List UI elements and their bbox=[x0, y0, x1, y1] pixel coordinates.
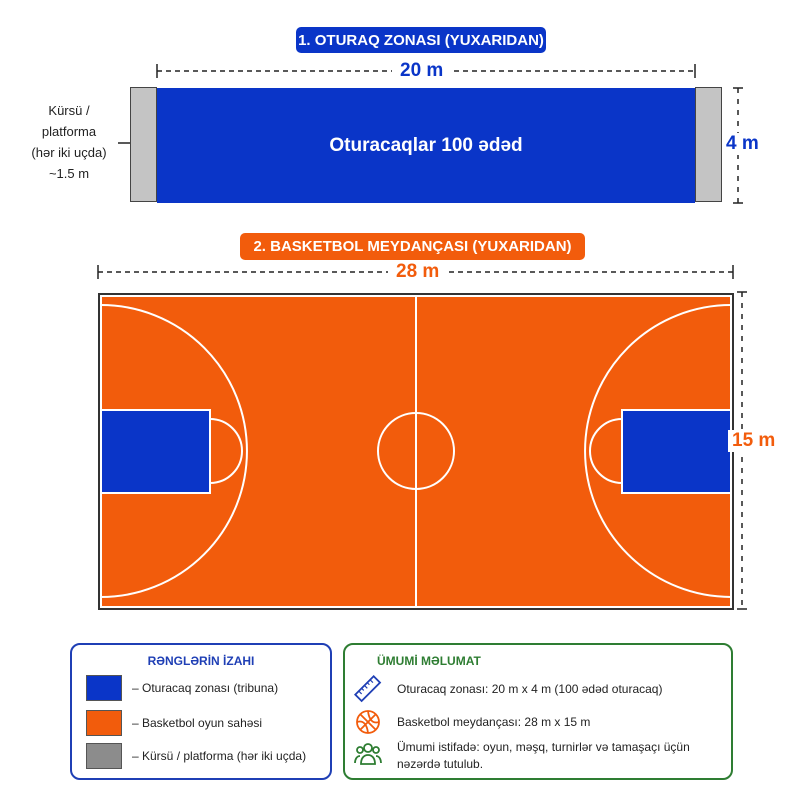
left-ft-circle bbox=[209, 418, 243, 484]
basketball-court bbox=[98, 293, 734, 610]
info-item-court: Basketbol meydançası: 28 m x 15 m bbox=[353, 708, 590, 736]
court-title: 2. BASKETBOL MEYDANÇASI (YUXARIDAN) bbox=[240, 233, 585, 260]
swatch-gray bbox=[86, 743, 122, 769]
info-box: ÜMUMİ MƏLUMAT Oturacaq zonası: 20 m x 4 … bbox=[343, 643, 733, 780]
info-item-usage: Ümumi istifadə: oyun, məşq, turnirlər və… bbox=[353, 739, 717, 773]
legend-box: RƏNGLƏRİN İZAHI – Oturacaq zonası (tribu… bbox=[70, 643, 332, 780]
legend-item-platform: – Kürsü / platforma (hər iki uçda) bbox=[86, 743, 306, 769]
seating-height-label: 4 m bbox=[722, 133, 763, 155]
people-icon bbox=[354, 743, 382, 765]
swatch-blue bbox=[86, 675, 122, 701]
info-item-seating: Oturacaq zonası: 20 m x 4 m (100 ədəd ot… bbox=[353, 675, 662, 703]
platform-right bbox=[695, 87, 722, 202]
legend-title: RƏNGLƏRİN İZAHI bbox=[147, 654, 255, 668]
center-circle bbox=[377, 412, 455, 490]
basketball-icon bbox=[356, 710, 380, 734]
ruler-icon bbox=[353, 675, 382, 703]
platform-left bbox=[130, 87, 157, 202]
info-title: ÜMUMİ MƏLUMAT bbox=[377, 654, 481, 668]
seating-zone: Oturacaqlar 100 ədəd bbox=[157, 88, 695, 203]
legend-item-court: – Basketbol oyun sahəsi bbox=[86, 710, 262, 736]
left-key bbox=[100, 409, 211, 494]
right-three-point bbox=[584, 304, 732, 598]
platform-note: Kürsü / platforma (hər iki uçda) ~1.5 m bbox=[31, 103, 107, 181]
seating-center-label: Oturacaqlar 100 ədəd bbox=[329, 134, 523, 156]
legend-item-seating: – Oturacaq zonası (tribuna) bbox=[86, 675, 278, 701]
swatch-orange bbox=[86, 710, 122, 736]
right-key bbox=[621, 409, 732, 494]
court-height-label: 15 m bbox=[728, 430, 780, 452]
left-three-point bbox=[100, 304, 248, 598]
court-width-label: 28 m bbox=[388, 261, 448, 283]
seating-width-label: 20 m bbox=[392, 60, 452, 82]
seating-title: 1. OTURAQ ZONASI (YUXARIDAN) bbox=[296, 27, 546, 53]
right-ft-circle bbox=[589, 418, 623, 484]
